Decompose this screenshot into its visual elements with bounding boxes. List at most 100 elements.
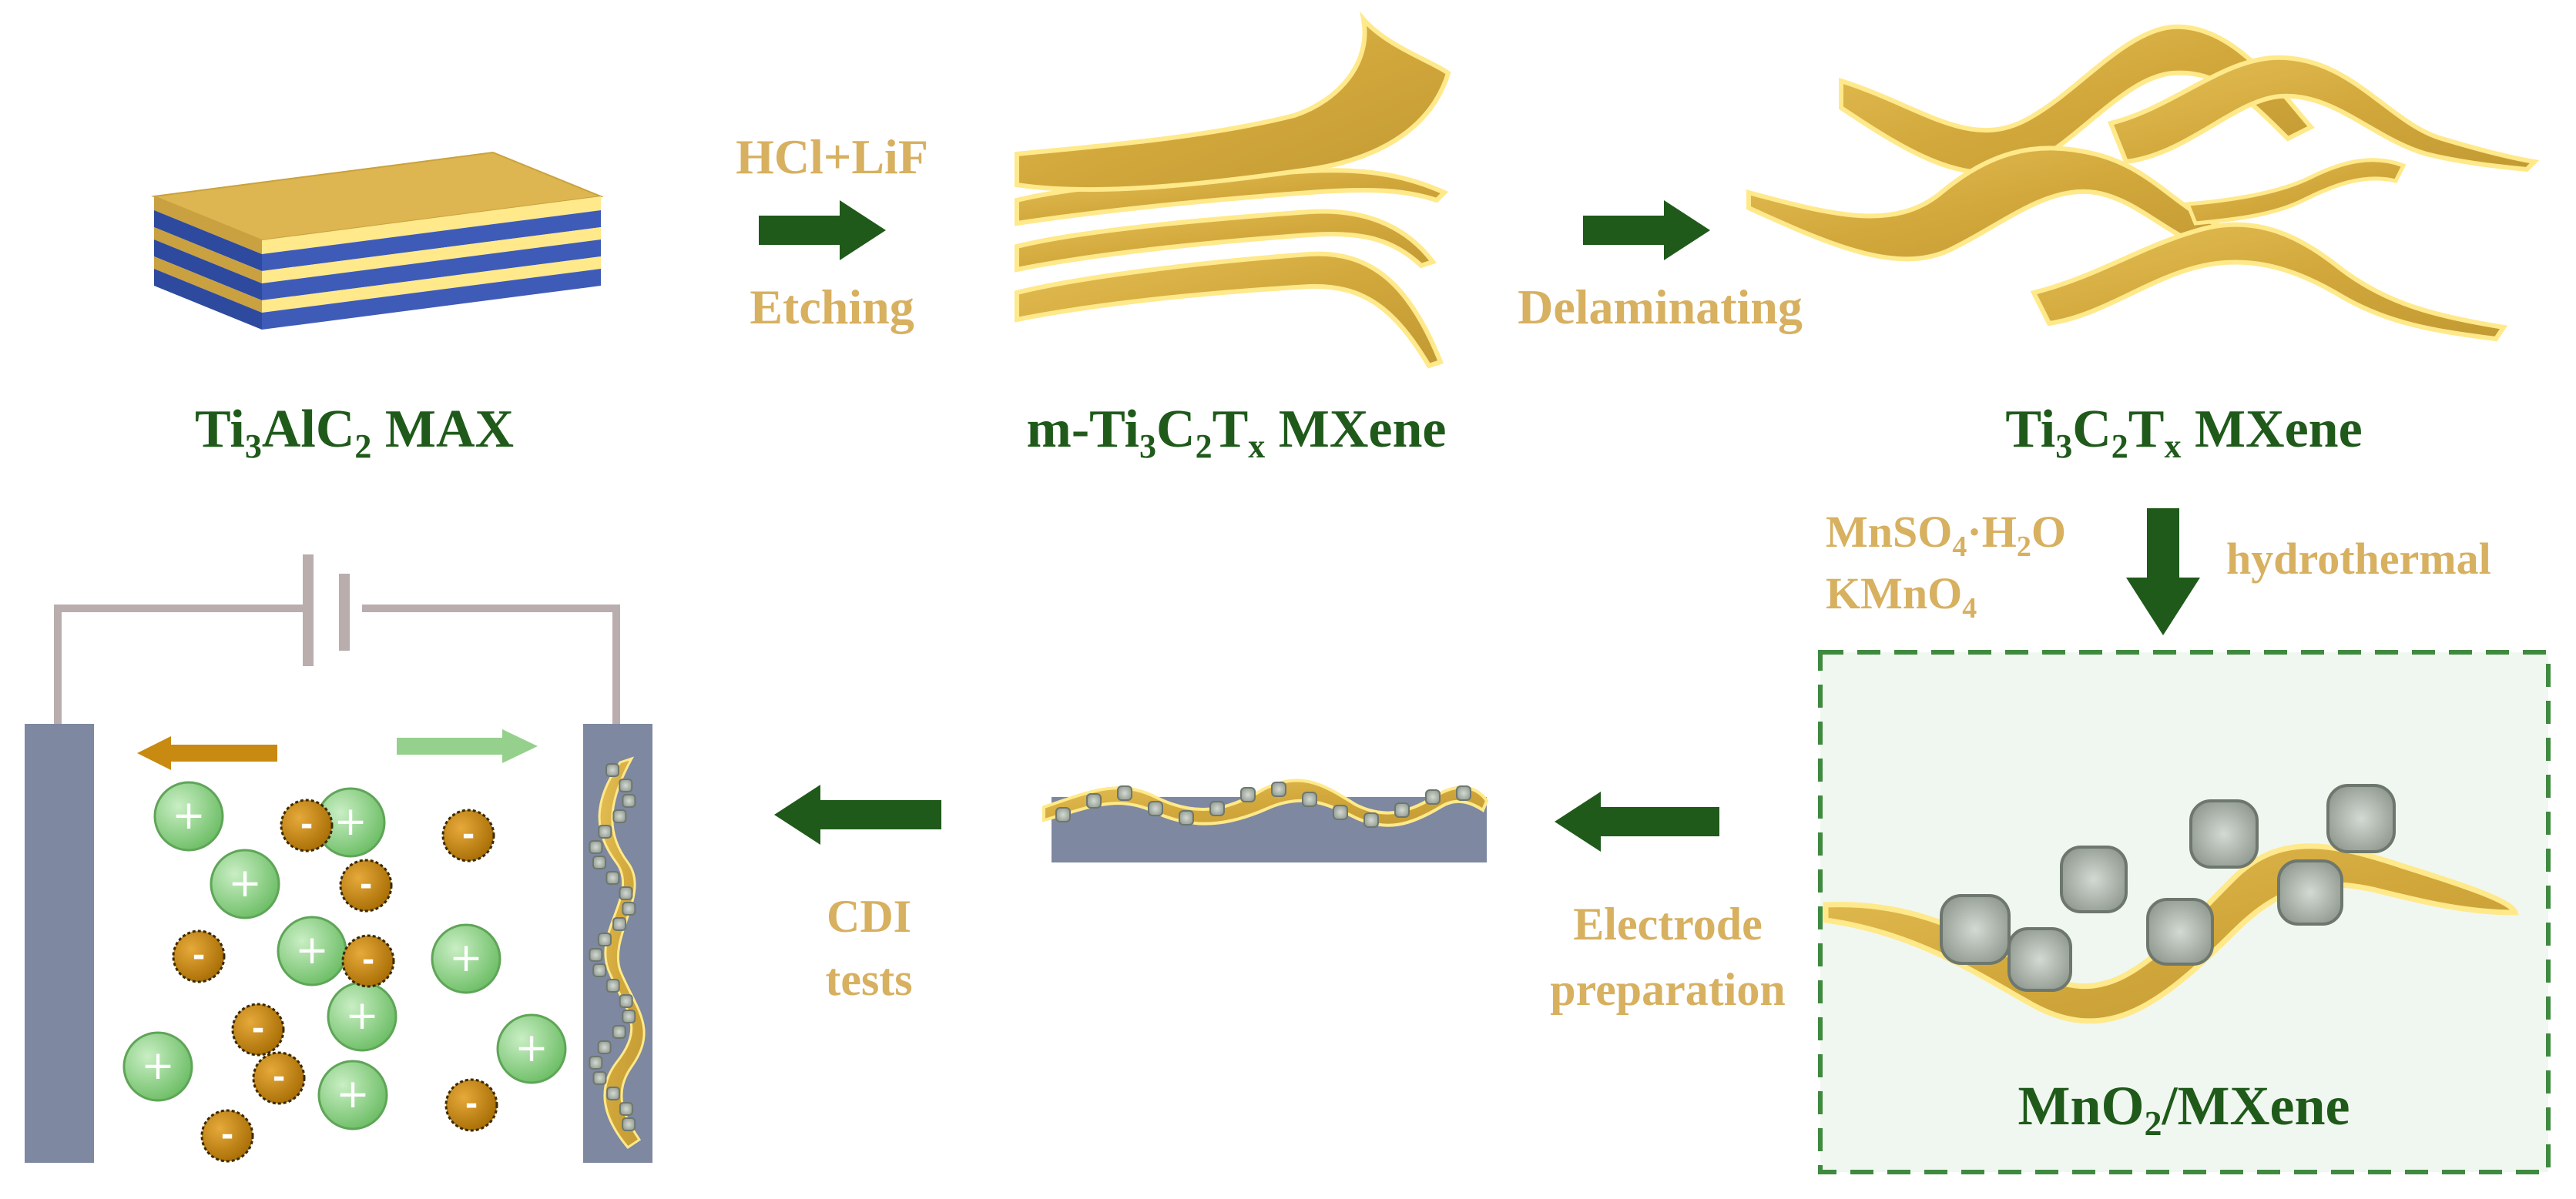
anion: - — [252, 1051, 306, 1105]
cation-symbol: + — [449, 935, 483, 981]
cation: + — [122, 1031, 193, 1102]
label-composite: MnO2/MXene — [2018, 1075, 2350, 1143]
mno2-particle — [622, 1117, 636, 1131]
cdi-cell: +++++++++--------- — [25, 554, 652, 1163]
mno2-particle — [592, 963, 607, 977]
multilayer-mxene — [1015, 11, 1451, 369]
coated-electrode — [1042, 779, 1489, 862]
mno2-particle — [619, 779, 633, 792]
arrow-cation-migration — [397, 729, 538, 763]
mno2-particle — [1363, 812, 1379, 828]
mno2-particle — [1271, 782, 1286, 797]
anion: - — [200, 1109, 254, 1163]
mno2-particle — [1117, 785, 1132, 801]
mno2-particle — [1333, 805, 1348, 820]
anion: - — [172, 929, 226, 983]
cation: + — [431, 923, 501, 994]
mno2-particle — [619, 1102, 633, 1116]
mno2-particle — [622, 902, 636, 916]
anion-symbol: - — [465, 1087, 478, 1122]
cation-symbol: + — [334, 799, 367, 845]
cation: + — [317, 1060, 388, 1130]
cation-symbol: + — [141, 1043, 175, 1089]
anion-symbol: - — [193, 938, 206, 973]
arrow-electrode-preparation — [1555, 792, 1719, 852]
label-tests: tests — [825, 954, 912, 1005]
arrow-cdi-tests — [774, 785, 941, 845]
mno2-particle — [605, 871, 620, 885]
mno2-particle — [1425, 789, 1441, 805]
mno2-particle — [589, 1056, 603, 1070]
mno2-particle — [2277, 859, 2343, 926]
mno2-particle — [2326, 784, 2396, 853]
mno2-particle — [1209, 801, 1225, 816]
mno2-particle — [598, 825, 612, 839]
delaminated-mxene — [1746, 24, 2540, 342]
max-phase-block — [151, 151, 604, 330]
label-delaminating: Delaminating — [1518, 280, 1803, 334]
mno2-particle — [622, 794, 636, 808]
mno2-particle — [597, 933, 612, 946]
circuit-wire — [362, 605, 620, 724]
left-electrode — [25, 724, 94, 1163]
mno2-particle — [597, 1040, 612, 1054]
mno2-particle — [2189, 799, 2259, 869]
label-etching: Etching — [750, 280, 914, 334]
mno2-particle — [1240, 787, 1256, 802]
label-electrode: Electrode — [1573, 899, 1762, 949]
cation: + — [277, 916, 347, 986]
composite-box — [1818, 650, 2551, 1174]
mno2-particle — [612, 1025, 626, 1039]
anion-symbol: - — [300, 807, 314, 842]
cation-symbol: + — [228, 860, 262, 906]
mno2-particle — [1179, 810, 1194, 826]
mno2-particle — [605, 979, 620, 993]
mno2-particle — [619, 994, 633, 1008]
anion-symbol: - — [360, 867, 373, 903]
mno2-particle — [606, 1087, 621, 1100]
mno2-particle — [1302, 792, 1317, 807]
mno2-particle — [605, 763, 619, 777]
anion-symbol: - — [273, 1060, 286, 1095]
cation-symbol: + — [172, 792, 206, 839]
anion: - — [231, 1003, 285, 1057]
mno2-particle — [1394, 802, 1410, 818]
anion-symbol: - — [362, 943, 375, 978]
mno2-particle — [592, 856, 606, 869]
mno2-particle — [2060, 846, 2128, 913]
mno2-particle — [1940, 894, 2011, 965]
anion: - — [341, 934, 395, 988]
mno2-particle — [592, 1071, 607, 1085]
cation: + — [153, 781, 224, 852]
mno2-particle — [2146, 898, 2214, 966]
mno2-particle — [612, 809, 627, 823]
anion: - — [280, 799, 334, 852]
label-preparation: preparation — [1550, 964, 1786, 1015]
mno2-particle — [612, 917, 627, 931]
mno2-particle — [589, 840, 603, 854]
anion-symbol: - — [462, 817, 475, 852]
arrow-delaminating — [1583, 200, 1710, 260]
arrow-hydrothermal — [2126, 508, 2200, 635]
anion-symbol: - — [221, 1117, 234, 1153]
mno2-particle — [622, 1010, 636, 1023]
mno2-particle — [589, 948, 603, 962]
mno2-particle — [619, 886, 633, 900]
label-reagent-mnso4: MnSO4·H2O — [1826, 507, 2066, 563]
label-etchant: HCl+LiF — [736, 129, 928, 184]
mno2-particle — [2007, 927, 2072, 992]
label-multilayer-mxene: m-Ti3C2Tx MXene — [1027, 400, 1447, 465]
cation: + — [327, 981, 397, 1052]
cation-symbol: + — [336, 1071, 370, 1117]
circuit-wire — [54, 605, 304, 724]
cation-symbol: + — [345, 993, 379, 1039]
label-cdi: CDI — [827, 891, 911, 942]
cation: + — [496, 1013, 567, 1084]
cation: + — [315, 787, 386, 858]
mno2-particle — [1086, 793, 1102, 809]
cation-symbol: + — [295, 927, 329, 973]
anion: - — [444, 1078, 498, 1132]
label-max: Ti3AlC2 MAX — [195, 400, 514, 465]
mno2-particle — [1456, 785, 1471, 801]
